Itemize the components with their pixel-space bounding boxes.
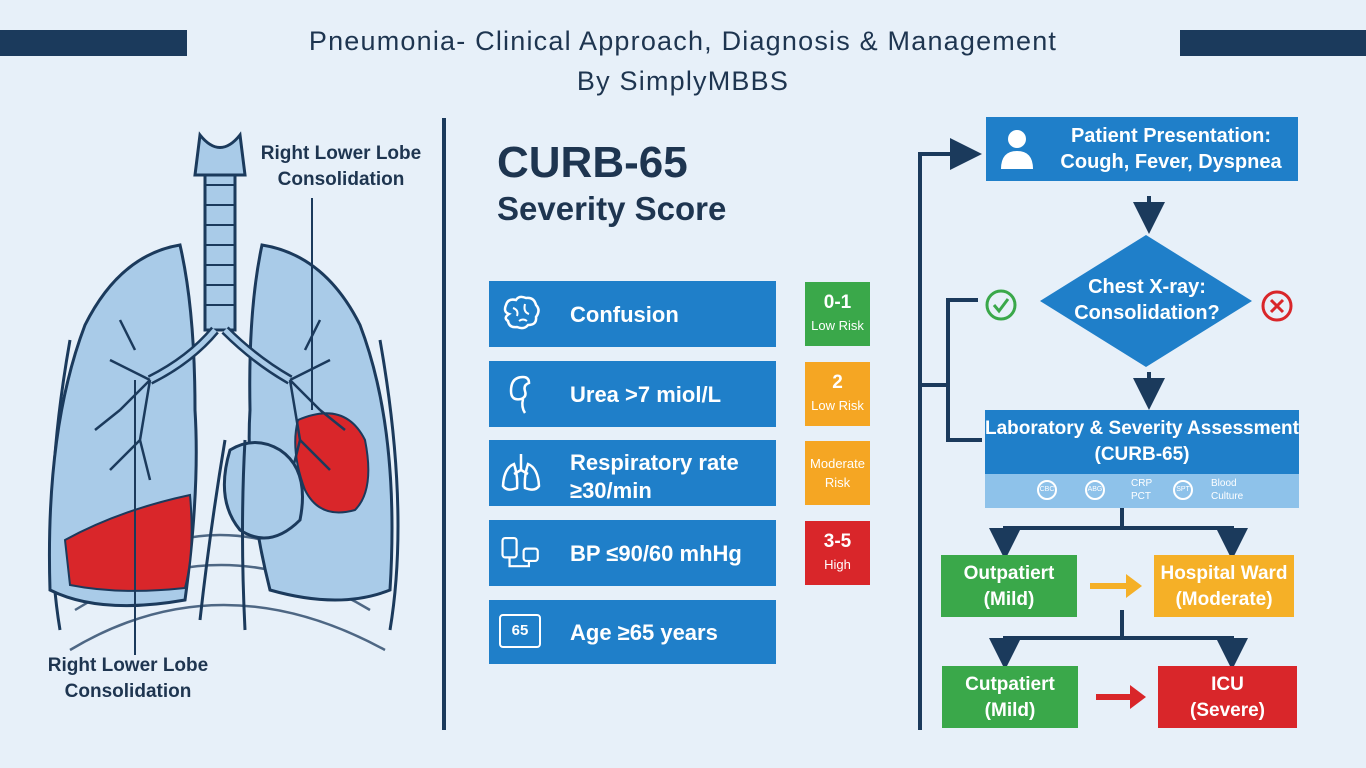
outpatient-mild-box: Outpatiert (Mild) [941, 555, 1077, 617]
criterion-label: BP ≤90/60 mhHg [570, 541, 742, 566]
consolidation-right [294, 412, 370, 514]
brain-icon [503, 295, 540, 330]
lungs-icon [501, 454, 541, 491]
curb65-subtitle: Severity Score [497, 190, 727, 227]
kidney-icon [509, 375, 531, 414]
criterion-label: Age ≥65 years [570, 620, 718, 645]
presentation-line1: Patient Presentation: [1070, 125, 1272, 147]
criterion-blood-pressure: BP ≤90/60 mhHg [489, 520, 776, 586]
risk-badge-0-1: 0-1 Low Risk [805, 282, 870, 346]
header-bar-right [1180, 30, 1366, 56]
flowchart-connectors [918, 138, 1293, 730]
criterion-label: Respiratory rate [570, 450, 739, 475]
cbc-icon: CBC [1037, 480, 1057, 500]
risk-badge-moderate: Moderate Risk [805, 441, 870, 505]
blood-label: Blood [1211, 478, 1237, 489]
risk-score: 3-5 [823, 531, 852, 552]
patient-icon [1001, 130, 1033, 169]
patient-presentation-box: Patient Presentation: Cough, Fever, Dysp… [986, 117, 1298, 181]
criterion-label: ≥30/min [570, 478, 652, 503]
risk-badge-2: 2 Low Risk [805, 362, 870, 426]
hospital-ward-box: Hospital Ward (Moderate) [1154, 555, 1294, 617]
header-bar-left [0, 30, 187, 56]
lung-illustration [47, 131, 400, 655]
calendar-icon: 65 [499, 614, 541, 648]
criterion-age: 65 Age ≥65 years [489, 600, 776, 664]
criterion-label: Confusion [570, 302, 679, 327]
criterion-confusion: Confusion [489, 281, 776, 347]
chest-xray-diamond [1040, 235, 1252, 367]
consolidation-lower-left [63, 493, 193, 592]
abg-icon: ABG [1085, 480, 1105, 500]
risk-level: Moderate [810, 456, 865, 471]
blood-pressure-icon [501, 536, 539, 568]
risk-badge-3-5: 3-5 High [805, 521, 870, 585]
pct-label: PCT [1131, 491, 1151, 502]
check-icon [985, 289, 1017, 321]
risk-level: Risk [824, 475, 851, 490]
outpatient-mild-box-2: Cutpatiert (Mild) [942, 666, 1078, 728]
chest-xray-text: Chest X-ray: Consolidation? [1074, 276, 1220, 324]
risk-score: 0-1 [823, 292, 852, 313]
lung-label-top: Right Lower Lobe Consolidation [260, 143, 422, 190]
cross-icon [1261, 290, 1293, 322]
icu-box: ICU (Severe) [1158, 666, 1297, 728]
risk-score: 2 [832, 372, 843, 393]
lung-label-bottom: Right Lower Lobe Consolidation [47, 655, 209, 702]
lab-tests-strip: CBC ABG CRP PCT SPT Blood Culture [985, 474, 1299, 508]
spt-icon: SPT [1173, 480, 1193, 500]
curb65-title: CURB-65 [497, 138, 688, 187]
criterion-urea: Urea >7 miol/L [489, 361, 776, 427]
risk-level: High [824, 557, 851, 572]
page-byline: By SimplyMBBS [576, 66, 790, 96]
section-divider [442, 118, 446, 730]
lab-assessment-box: Laboratory & Severity Assessment (CURB-6… [985, 410, 1299, 474]
criterion-respiratory-rate: Respiratory rate ≥30/min [489, 440, 776, 506]
risk-level: Low Risk [811, 318, 864, 333]
page-title: Pneumonia- Clinical Approach, Diagnosis … [308, 26, 1058, 56]
crp-label: CRP [1131, 478, 1153, 489]
risk-level: Low Risk [811, 398, 864, 413]
presentation-line2: Cough, Fever, Dyspnea [1060, 151, 1282, 173]
culture-label: Culture [1211, 491, 1244, 502]
criterion-label: Urea >7 miol/L [570, 382, 722, 407]
